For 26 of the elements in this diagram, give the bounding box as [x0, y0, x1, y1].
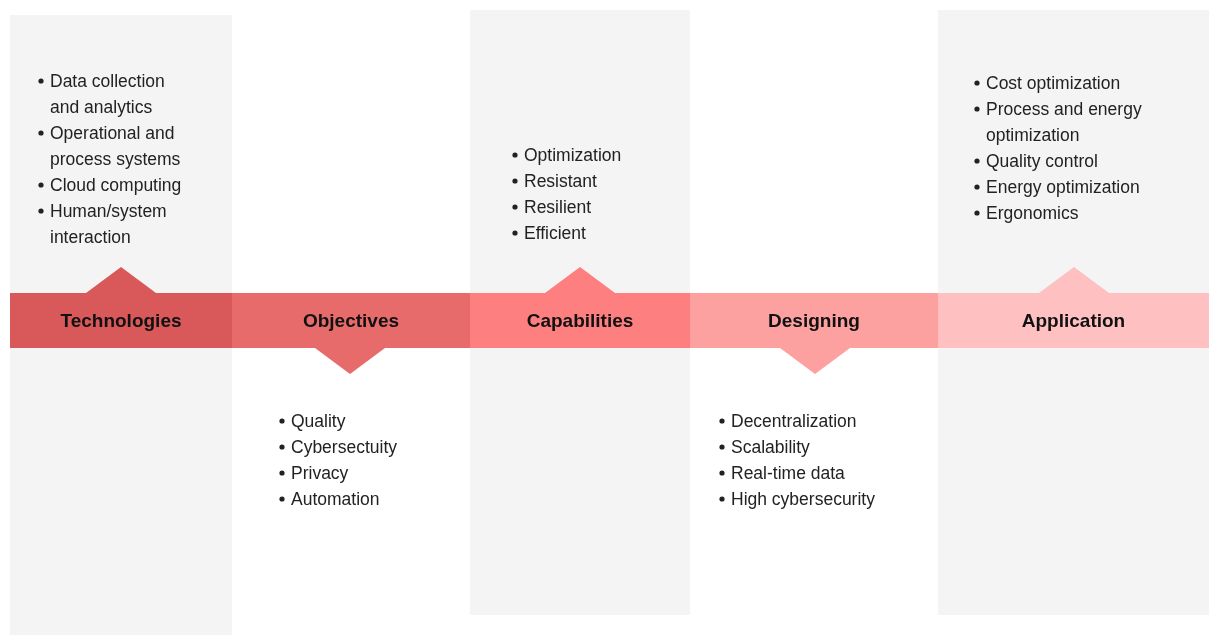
- bullet-text: Optimization: [524, 145, 622, 165]
- bullet-text: Operational and process systems: [50, 123, 181, 169]
- bullet-text: Energy optimization: [986, 177, 1140, 197]
- segment-heading: Application: [1021, 309, 1126, 332]
- bullet-text: Quality: [291, 411, 346, 431]
- bullet-text: Cloud computing: [50, 175, 182, 195]
- bullet-text: Quality control: [986, 151, 1098, 171]
- segment-heading: Objectives: [302, 309, 400, 332]
- segment-heading: Designing: [768, 309, 860, 332]
- bullet-text: Ergonomics: [986, 203, 1079, 223]
- bullet-text: Cybersectuity: [291, 437, 397, 457]
- segment-heading: Capabilities: [526, 309, 634, 332]
- bullet-text: Resistant: [524, 171, 597, 191]
- bullet-text: Decentralization: [731, 411, 857, 431]
- bullet-text: Scalability: [731, 437, 810, 457]
- bullet-text: Automation: [291, 489, 380, 509]
- bullet-text: Process and energy optimization: [986, 99, 1142, 145]
- bullet-text: Resilient: [524, 197, 592, 217]
- bullet-text: Cost optimization: [986, 73, 1121, 93]
- bullet-text: Efficient: [524, 223, 586, 243]
- bullet-text: Data collection and analytics: [50, 71, 165, 117]
- segment-heading: Technologies: [60, 309, 182, 332]
- bullet-text: Privacy: [291, 463, 349, 483]
- bullet-text: High cybersecurity: [731, 489, 875, 509]
- bullet-text: Human/system interaction: [50, 201, 167, 247]
- bullet-text: Real-time data: [731, 463, 845, 483]
